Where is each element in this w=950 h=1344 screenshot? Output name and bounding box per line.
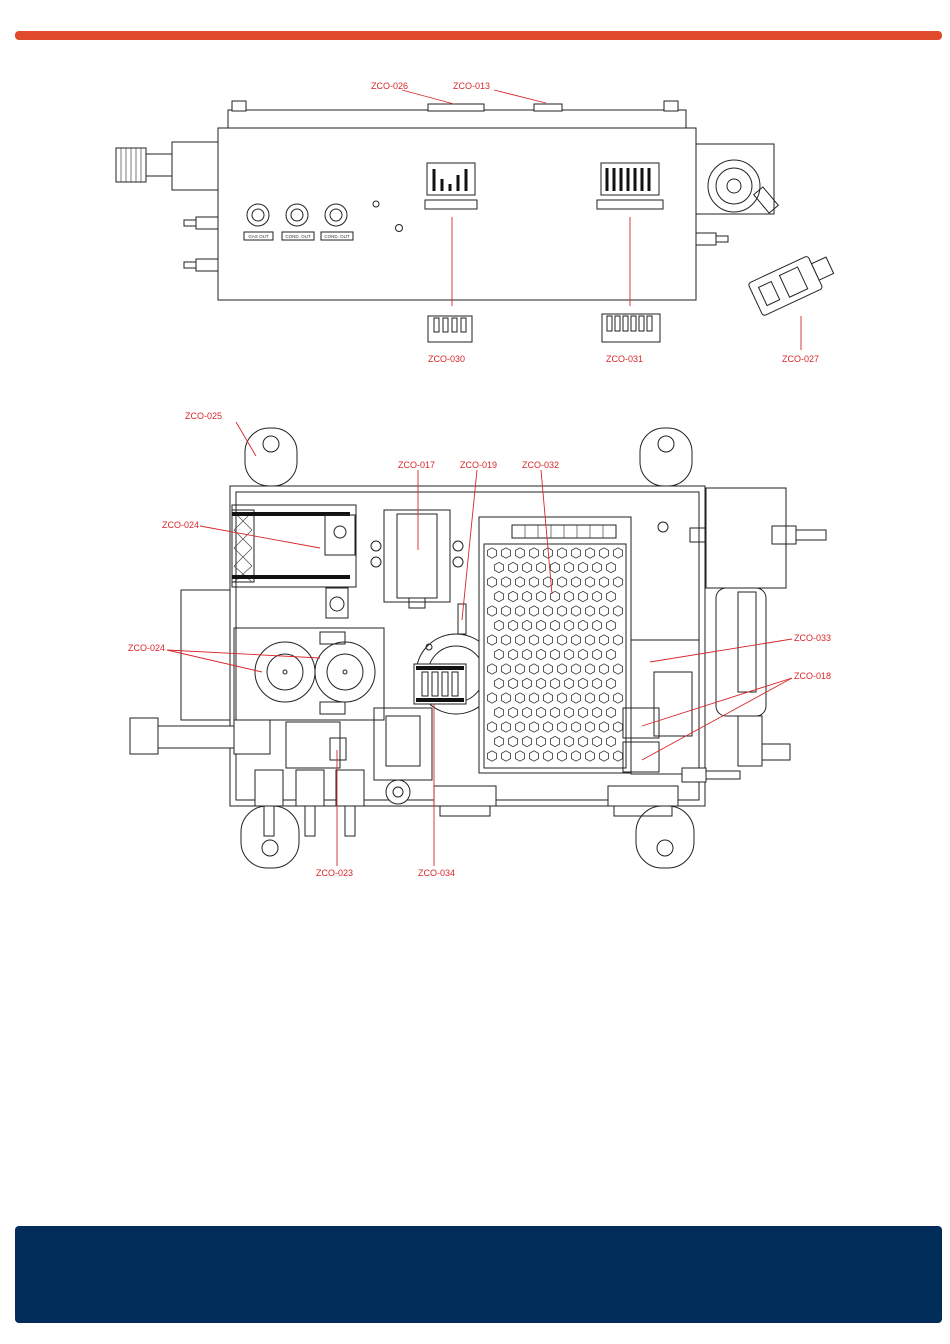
footer-bar xyxy=(15,1226,942,1323)
port-label-gas-out: GAS OUT xyxy=(248,234,269,239)
callout-zco-026: ZCO-026 xyxy=(371,81,408,91)
barb-tip xyxy=(184,262,196,268)
lid-plate xyxy=(428,104,484,111)
callout-zco-013: ZCO-013 xyxy=(453,81,490,91)
solenoid-valve xyxy=(384,510,450,602)
cooler-block xyxy=(706,488,786,588)
top-view-drawing: GAS OUT COND. OUT COND. OUT xyxy=(116,81,837,364)
mounting-ear xyxy=(636,806,694,868)
left-fitting-block xyxy=(172,142,218,190)
screw-terminal-plug-1 xyxy=(428,316,472,342)
callout-zco-024-b: ZCO-024 xyxy=(128,643,165,653)
callout-zco-025: ZCO-025 xyxy=(185,411,222,421)
port-label-cond-out-1: COND. OUT xyxy=(285,234,311,239)
left-fitting xyxy=(146,154,172,176)
callout-zco-027: ZCO-027 xyxy=(782,354,819,364)
callout-zco-031: ZCO-031 xyxy=(606,354,643,364)
bottom-valve xyxy=(386,780,410,804)
barb-fitting xyxy=(196,259,218,271)
callout-zco-030: ZCO-030 xyxy=(428,354,465,364)
lid-bolt xyxy=(232,101,246,111)
drain-fitting xyxy=(738,716,762,766)
bottom-fitting xyxy=(255,770,283,806)
mounting-ear xyxy=(640,428,692,486)
port-label-cond-out-2: COND. OUT xyxy=(324,234,350,239)
callout-zco-024-a: ZCO-024 xyxy=(162,520,199,530)
lid-bolt xyxy=(664,101,678,111)
knurled-knob xyxy=(130,718,158,754)
lid-edge xyxy=(228,110,686,128)
callout-zco-018: ZCO-018 xyxy=(794,671,831,681)
bottom-fitting xyxy=(296,770,324,806)
bottom-connector-1 xyxy=(434,786,496,806)
front-view-drawing: ZCO-025 ZCO-017 ZCO-019 ZCO-032 ZCO-024 … xyxy=(128,411,831,878)
callout-zco-033: ZCO-033 xyxy=(794,633,831,643)
barb-fitting xyxy=(696,233,716,245)
callout-zco-034: ZCO-034 xyxy=(418,868,455,878)
barb-fitting xyxy=(196,217,218,229)
bottom-fitting xyxy=(336,770,364,806)
power-connector xyxy=(748,249,838,316)
callout-zco-019: ZCO-019 xyxy=(460,460,497,470)
lid-vent xyxy=(534,104,562,111)
barb-tip xyxy=(184,220,196,226)
screw-terminal-plug-2 xyxy=(602,314,660,342)
bottom-connector-2 xyxy=(608,786,678,806)
callout-zco-032: ZCO-032 xyxy=(522,460,559,470)
callout-zco-023: ZCO-023 xyxy=(316,868,353,878)
callout-zco-017: ZCO-017 xyxy=(398,460,435,470)
enclosure-top-view xyxy=(218,128,696,300)
mounting-ear xyxy=(245,428,297,486)
